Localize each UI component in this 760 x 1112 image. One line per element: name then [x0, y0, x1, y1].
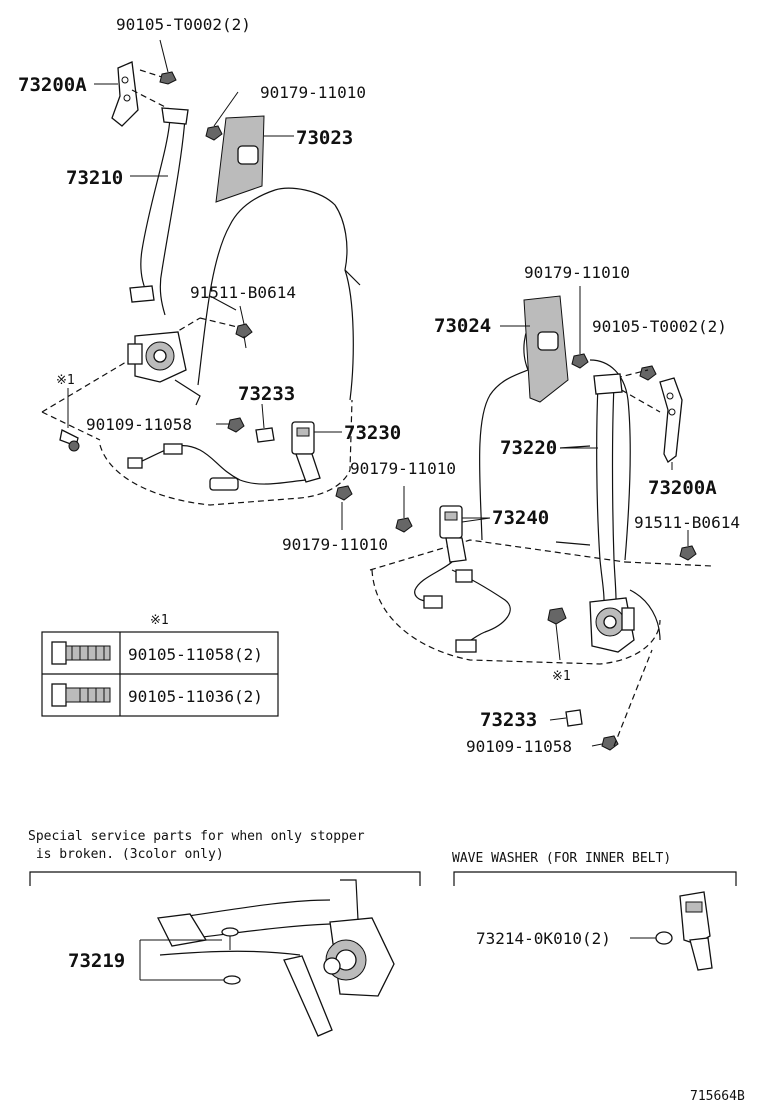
- label-90105-T0002-top: 90105-T0002(2): [116, 15, 251, 34]
- right-retractor: [589, 597, 635, 653]
- label-90109-left: 90109-11058: [86, 415, 192, 434]
- label-90179-mid: 90179-11010: [350, 459, 456, 478]
- right-bolt-91511: [679, 530, 697, 561]
- left-retractor: [127, 331, 201, 406]
- bolt-table: [41, 631, 279, 717]
- right-bolt-90109: [601, 649, 653, 751]
- bolt-icon-1: [51, 641, 111, 665]
- right-bolt-mark1: [547, 607, 567, 661]
- bolt-table-row-2: 90105-11036(2): [128, 687, 263, 706]
- label-73240: 73240: [492, 507, 549, 529]
- label-90179-top: 90179-11010: [260, 83, 366, 102]
- label-73024: 73024: [434, 315, 491, 337]
- label-73219: 73219: [68, 950, 125, 972]
- right-seat-outline: [369, 319, 713, 665]
- bolt-icon-2: [51, 683, 111, 707]
- right-buckle-73240: [439, 505, 490, 563]
- label-73023: 73023: [296, 127, 353, 149]
- left-nut-90179-bottom: [335, 485, 353, 530]
- left-nut-90179-top: [205, 91, 239, 141]
- left-belt-73210: [129, 107, 189, 316]
- right-cover-73233: [565, 709, 583, 727]
- label-90105-T0002-right: 90105-T0002(2): [592, 317, 727, 336]
- right-nut-90179-mid: [395, 486, 413, 533]
- left-cover-73233: [255, 403, 275, 443]
- left-bolt-91511: [235, 305, 253, 349]
- label-90179-right-top: 90179-11010: [524, 263, 630, 282]
- leader-lines: [94, 83, 603, 747]
- label-73200A-right: 73200A: [648, 477, 717, 499]
- special-parts-note-line1: Special service parts for when only stop…: [28, 829, 365, 844]
- wave-washer-drawing: [630, 891, 713, 971]
- label-73200A-left: 73200A: [18, 74, 87, 96]
- diagram-id: 715664B: [690, 1089, 745, 1104]
- label-73233-left: 73233: [238, 383, 295, 405]
- right-belt-73220: [555, 373, 661, 641]
- label-mark1-left: ※1: [56, 373, 75, 388]
- label-73214: 73214-0K010(2): [476, 929, 611, 948]
- left-bolt-90109: [216, 417, 245, 433]
- left-bolt-90105-top: [159, 39, 177, 85]
- special-parts-drawing: [139, 879, 395, 1037]
- left-bolt-mark1: [59, 388, 80, 452]
- wave-washer-title: WAVE WASHER (FOR INNER BELT): [452, 851, 671, 866]
- label-90109-right: 90109-11058: [466, 737, 572, 756]
- left-harness: [127, 443, 307, 491]
- bolt-table-header: ※1: [150, 613, 169, 628]
- special-parts-note-line2: is broken. (3color only): [28, 847, 224, 862]
- left-seat-outline: [41, 187, 361, 506]
- label-91511-right: 91511-B0614: [634, 513, 740, 532]
- right-anchor-73200A: [659, 377, 683, 470]
- right-cover-73024: [500, 295, 569, 403]
- label-73210: 73210: [66, 167, 123, 189]
- left-cover-73023: [215, 115, 294, 203]
- label-mark1-right: ※1: [552, 669, 571, 684]
- left-buckle-73230: [291, 421, 342, 483]
- label-90179-bottom-left: 90179-11010: [282, 535, 388, 554]
- special-parts-bracket: [29, 871, 421, 886]
- bolt-table-row-1: 90105-11058(2): [128, 645, 263, 664]
- label-73233-right: 73233: [480, 709, 537, 731]
- label-73220: 73220: [500, 437, 557, 459]
- label-91511-left: 91511-B0614: [190, 283, 296, 302]
- right-harness: [414, 561, 511, 653]
- wave-washer-bracket: [453, 871, 737, 886]
- label-73230: 73230: [344, 422, 401, 444]
- right-nut-90179-top: [571, 286, 589, 369]
